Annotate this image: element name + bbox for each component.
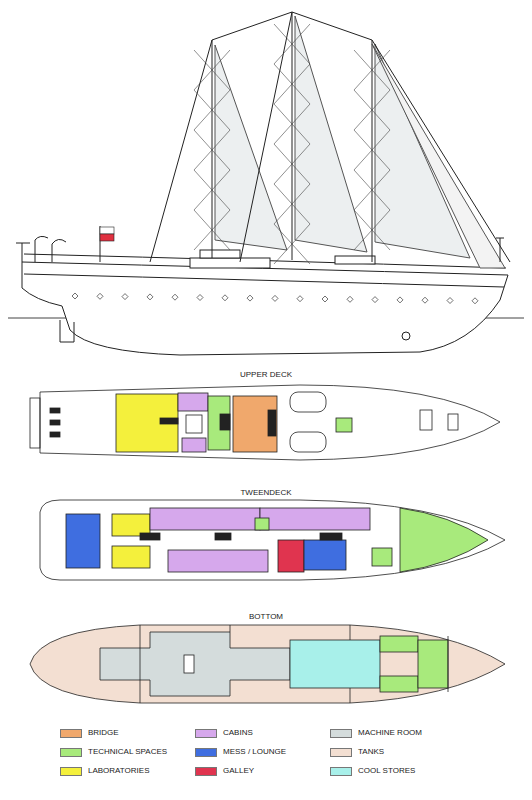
legend-item: LABORATORIES xyxy=(60,766,150,776)
legend-swatch xyxy=(60,767,82,776)
legend-item: MACHINE ROOM xyxy=(330,728,422,738)
legend-text: LABORATORIES xyxy=(88,766,150,776)
legend-item: COOL STORES xyxy=(330,766,415,776)
legend-item: GALLEY xyxy=(195,766,254,776)
deck-heading: UPPER DECK xyxy=(240,370,292,380)
legend-text: BRIDGE xyxy=(88,728,119,738)
legend-swatch xyxy=(195,767,217,776)
legend-swatch xyxy=(330,748,352,757)
legend-swatch xyxy=(60,748,82,757)
legend-item: TANKS xyxy=(330,747,384,757)
legend-text: TECHNICAL SPACES xyxy=(88,747,167,757)
bottom-plan xyxy=(30,625,505,703)
legend-text: COOL STORES xyxy=(358,766,415,776)
legend-text: TANKS xyxy=(358,747,384,757)
deck-heading: BOTTOM xyxy=(249,612,283,622)
legend-swatch xyxy=(330,767,352,776)
legend-text: CABINS xyxy=(223,728,253,738)
legend-swatch xyxy=(195,748,217,757)
legend-text: GALLEY xyxy=(223,766,254,776)
legend-text: MACHINE ROOM xyxy=(358,728,422,738)
legend-swatch xyxy=(195,729,217,738)
deck-heading: TWEENDECK xyxy=(240,488,291,498)
tweendeck-plan xyxy=(40,500,505,580)
legend-item: CABINS xyxy=(195,728,253,738)
legend-text: MESS / LOUNGE xyxy=(223,747,286,757)
legend-item: MESS / LOUNGE xyxy=(195,747,286,757)
legend-item: TECHNICAL SPACES xyxy=(60,747,167,757)
upper-deck-plan xyxy=(30,385,500,460)
ship-profile xyxy=(8,12,524,355)
legend-item: BRIDGE xyxy=(60,728,119,738)
legend-swatch xyxy=(60,729,82,738)
legend-swatch xyxy=(330,729,352,738)
